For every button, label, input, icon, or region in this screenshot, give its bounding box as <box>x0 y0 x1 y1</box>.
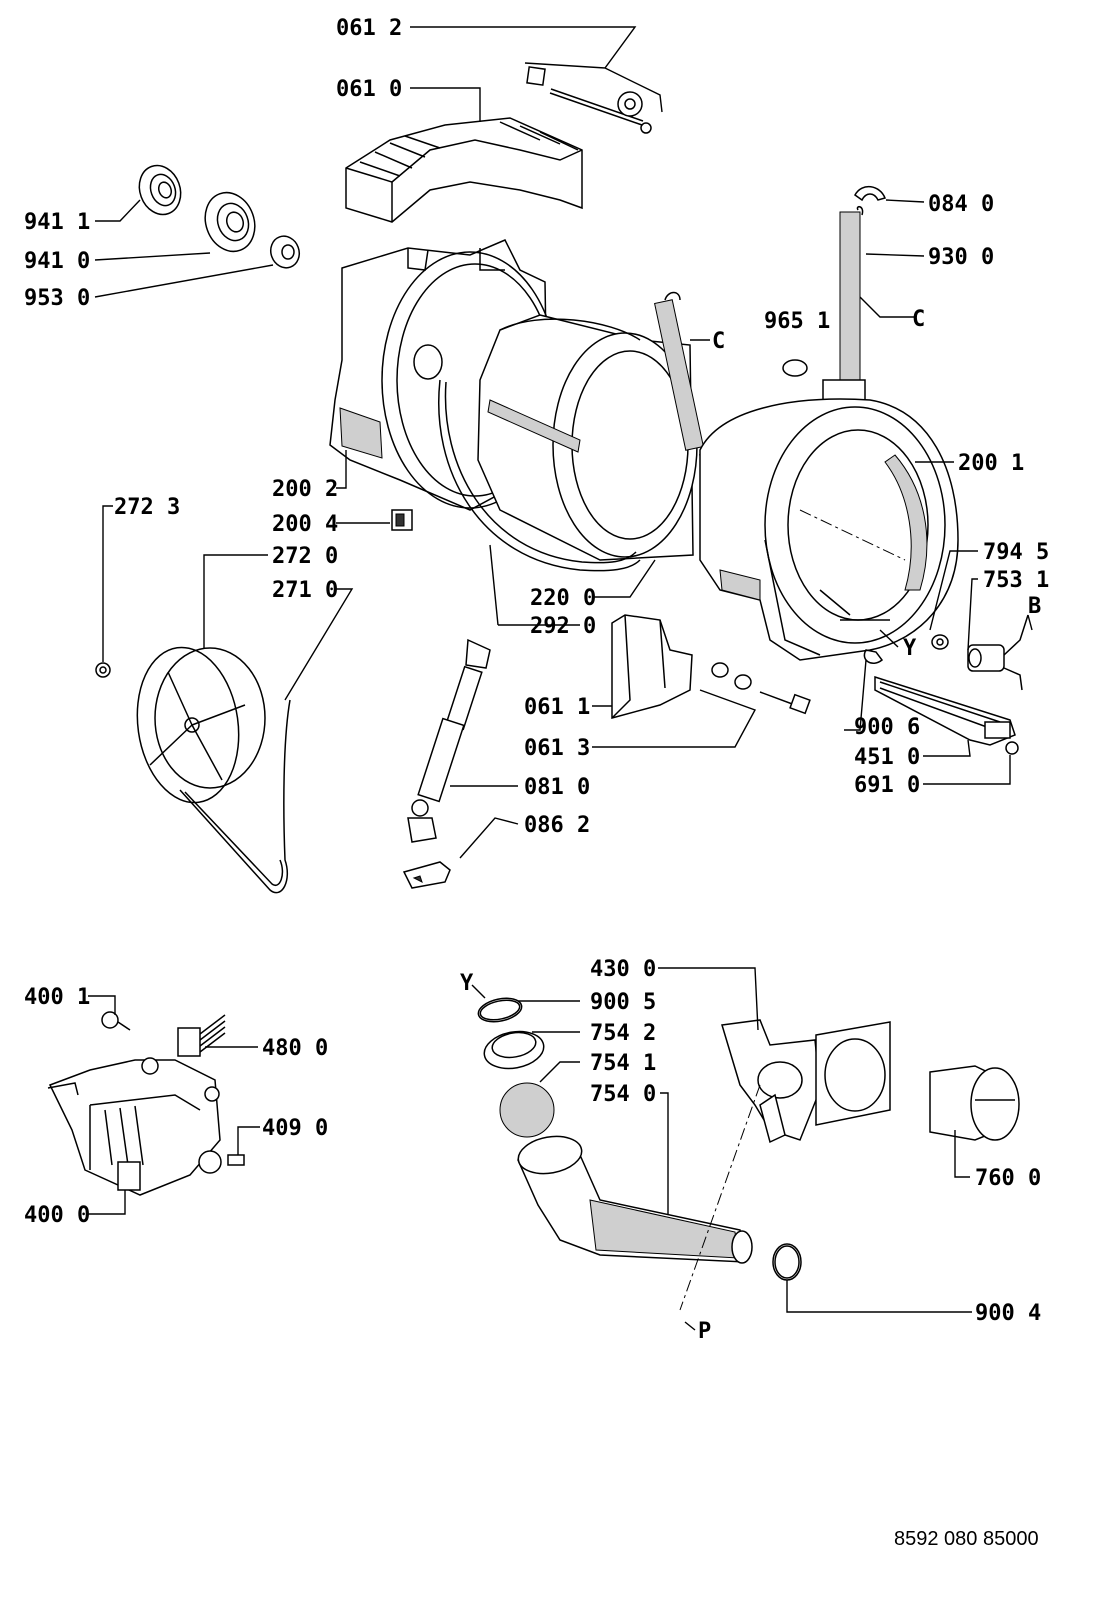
label-760-0: 760 0 <box>975 1166 1041 1191</box>
label-271-0: 271 0 <box>272 578 338 603</box>
part-drum-pulley <box>136 646 266 804</box>
label-200-2: 200 2 <box>272 477 338 502</box>
part-pulley-nut <box>95 662 111 678</box>
letter-b: B <box>1028 594 1041 619</box>
label-061-2: 061 2 <box>336 16 402 41</box>
label-292-0: 292 0 <box>530 614 596 639</box>
part-heater-nut <box>1005 741 1019 755</box>
part-counterweight-bolt <box>526 66 652 134</box>
part-front-tub <box>699 398 959 661</box>
letter-y-pump: Y <box>460 971 474 996</box>
label-430-0: 430 0 <box>590 957 656 982</box>
label-409-0: 409 0 <box>262 1116 328 1141</box>
label-061-0: 061 0 <box>336 77 402 102</box>
part-bearing-small <box>138 164 182 216</box>
part-number-labels: 061 2 061 0 941 1 941 0 953 0 084 0 930 … <box>24 16 1049 1326</box>
label-220-0: 220 0 <box>530 586 596 611</box>
part-bearing-large <box>204 191 256 253</box>
part-plug <box>782 359 808 377</box>
part-motor <box>47 1057 222 1196</box>
part-hose-clamp-lower <box>772 1243 802 1281</box>
letter-c-left: C <box>712 329 725 354</box>
part-filter-ball <box>499 1082 555 1138</box>
part-shock-absorber <box>407 638 491 843</box>
label-451-0: 451 0 <box>854 745 920 770</box>
part-clamp-small <box>863 649 884 664</box>
label-200-4: 200 4 <box>272 512 338 537</box>
part-small-ring <box>931 634 949 650</box>
label-953-0: 953 0 <box>24 286 90 311</box>
part-seal <box>270 235 300 269</box>
label-900-6: 900 6 <box>854 715 920 740</box>
label-400-0: 400 0 <box>24 1203 90 1228</box>
letter-c-right: C <box>912 307 925 332</box>
part-drain-hose <box>517 1135 753 1264</box>
part-motor-carbon-brush <box>227 1154 245 1166</box>
label-941-1: 941 1 <box>24 210 90 235</box>
part-hose-clamp-upper <box>477 997 523 1023</box>
part-bellows-ring <box>483 1030 545 1070</box>
label-272-3: 272 3 <box>114 495 180 520</box>
label-480-0: 480 0 <box>262 1036 328 1061</box>
label-081-0: 081 0 <box>524 775 590 800</box>
label-754-0: 754 0 <box>590 1082 656 1107</box>
letter-p: P <box>698 1319 711 1344</box>
label-400-1: 400 1 <box>24 985 90 1010</box>
label-691-0: 691 0 <box>854 773 920 798</box>
label-900-5: 900 5 <box>590 990 656 1015</box>
label-086-2: 086 2 <box>524 813 590 838</box>
reference-letters: C C Y B Y P <box>460 307 1041 1344</box>
part-washers-bolt <box>711 662 811 715</box>
assembly-axis-pump <box>679 1084 761 1311</box>
label-084-0: 084 0 <box>928 192 994 217</box>
part-heater-element <box>874 675 1016 746</box>
letter-y-tub: Y <box>903 636 917 661</box>
label-272-0: 272 0 <box>272 544 338 569</box>
part-drain-pump <box>721 1019 891 1144</box>
part-clip <box>391 509 413 531</box>
part-pump-filter <box>929 1065 1020 1141</box>
part-upper-counterweight <box>345 117 583 223</box>
label-754-1: 754 1 <box>590 1051 656 1076</box>
label-753-1: 753 1 <box>983 568 1049 593</box>
label-900-4: 900 4 <box>975 1301 1041 1326</box>
part-drive-belt <box>179 699 291 894</box>
part-suspension-spring-right <box>822 186 886 419</box>
part-damper-mount <box>402 861 451 889</box>
document-code: 8592 080 85000 <box>894 1528 1039 1550</box>
assembly-axis-tub <box>799 509 906 561</box>
label-941-0: 941 0 <box>24 249 90 274</box>
label-061-1: 061 1 <box>524 695 590 720</box>
label-061-3: 061 3 <box>524 736 590 761</box>
label-794-5: 794 5 <box>983 540 1049 565</box>
label-200-1: 200 1 <box>958 451 1024 476</box>
label-754-2: 754 2 <box>590 1021 656 1046</box>
part-drum <box>477 314 698 561</box>
label-965-1: 965 1 <box>764 309 830 334</box>
part-temperature-sensor <box>967 614 1029 691</box>
part-front-counterweight <box>611 614 693 719</box>
label-930-0: 930 0 <box>928 245 994 270</box>
part-tub-gasket <box>438 379 641 572</box>
part-motor-bolt <box>101 1011 131 1031</box>
part-motor-connector <box>177 1014 226 1057</box>
leader-lines <box>88 26 1033 1331</box>
